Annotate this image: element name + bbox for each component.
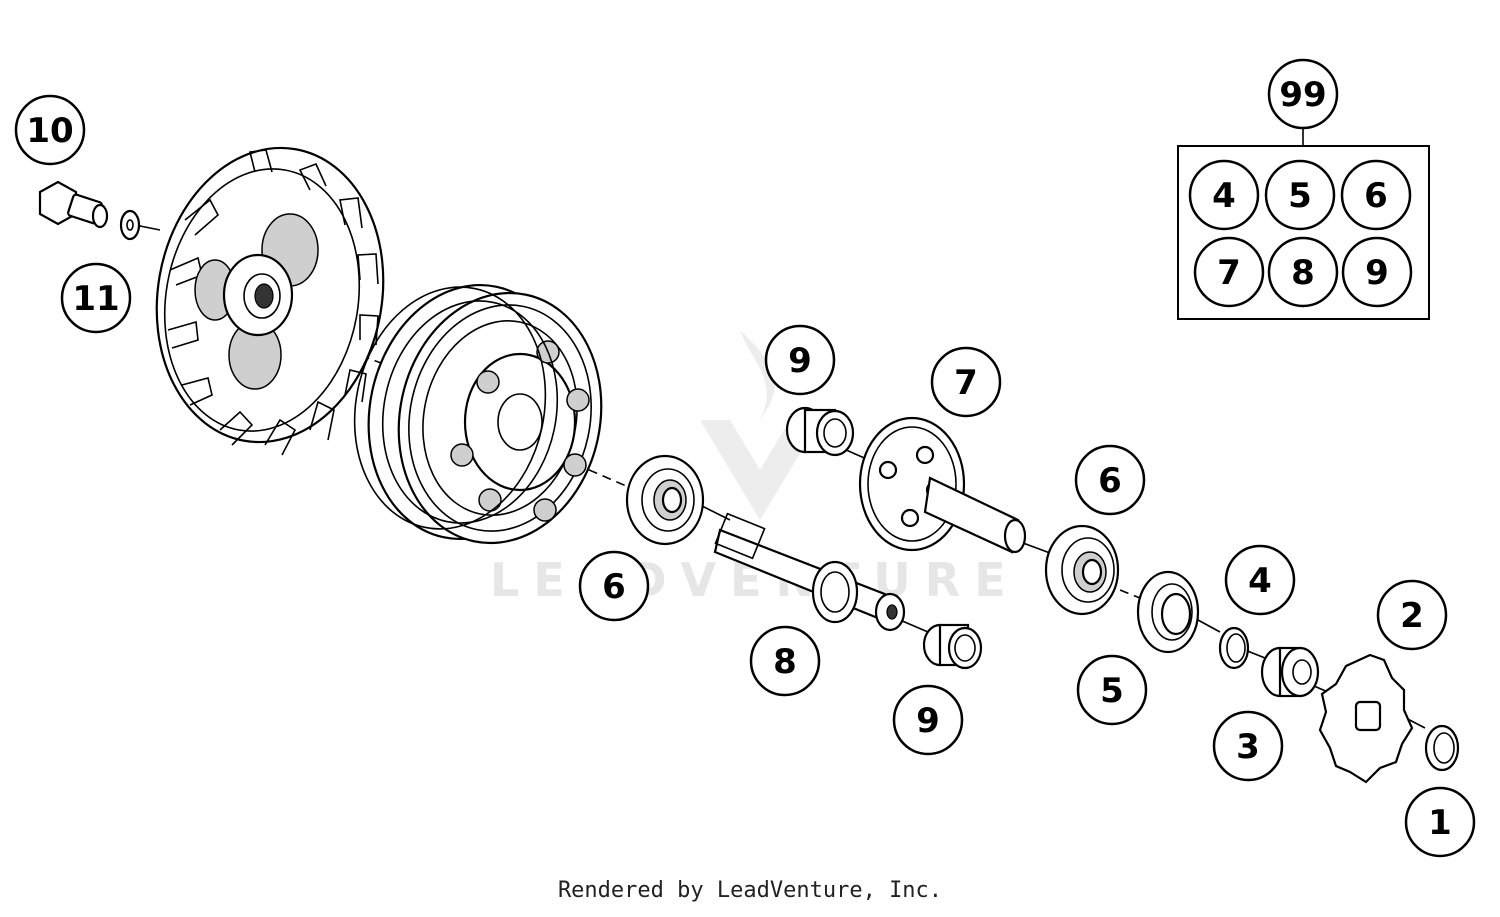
callout-number: 10 bbox=[26, 111, 73, 151]
gear-shaft-part-7 bbox=[858, 416, 1027, 554]
callout-c7: 7 bbox=[930, 346, 1002, 418]
callout-number: 8 bbox=[1291, 253, 1315, 293]
callout-k7: 7 bbox=[1193, 236, 1265, 308]
callout-number: 8 bbox=[773, 642, 797, 682]
callout-number: 5 bbox=[1100, 671, 1124, 711]
callout-circle bbox=[1264, 159, 1336, 231]
callout-circle bbox=[749, 625, 821, 697]
callout-number: 11 bbox=[72, 279, 119, 319]
callout-c9b: 9 bbox=[892, 684, 964, 756]
callout-number: 5 bbox=[1288, 176, 1312, 216]
callout-circle bbox=[1212, 710, 1284, 782]
seal-part-5 bbox=[1136, 570, 1200, 654]
callout-c6a: 6 bbox=[578, 550, 650, 622]
callout-number: 4 bbox=[1212, 176, 1236, 216]
callout-number: 6 bbox=[1098, 461, 1122, 501]
callout-circle bbox=[1267, 236, 1339, 308]
callout-c4: 4 bbox=[1224, 544, 1296, 616]
footer-credit: Rendered by LeadVenture, Inc. bbox=[557, 878, 943, 903]
callout-number: 6 bbox=[602, 567, 626, 607]
spacer-part-3 bbox=[1260, 646, 1320, 698]
callout-c1: 1 bbox=[1404, 786, 1476, 858]
callout-circle bbox=[1188, 159, 1260, 231]
callout-circle bbox=[1267, 58, 1339, 130]
circlip-part-1 bbox=[1424, 724, 1460, 772]
bolt-part-10 bbox=[38, 180, 109, 229]
o-ring-part-4 bbox=[1218, 626, 1250, 670]
callout-number: 9 bbox=[1365, 253, 1389, 293]
callout-number: 99 bbox=[1279, 75, 1326, 115]
callout-c5: 5 bbox=[1076, 654, 1148, 726]
callout-circle bbox=[892, 684, 964, 756]
callout-c2: 2 bbox=[1376, 579, 1448, 651]
callout-number: 3 bbox=[1236, 727, 1260, 767]
callout-circle bbox=[1404, 786, 1476, 858]
needle-bearing-part-9-upper bbox=[785, 406, 855, 457]
kit-box-99 bbox=[1177, 145, 1430, 320]
callout-circle bbox=[930, 346, 1002, 418]
callout-c8: 8 bbox=[749, 625, 821, 697]
bearing-part-6-left bbox=[625, 454, 705, 546]
callout-c11: 11 bbox=[60, 262, 132, 334]
callout-circle bbox=[1340, 159, 1412, 231]
callout-number: 2 bbox=[1400, 596, 1424, 636]
callout-circle bbox=[1076, 654, 1148, 726]
sprocket-part-2 bbox=[1318, 653, 1414, 784]
callout-circle bbox=[1074, 444, 1146, 516]
callout-number: 6 bbox=[1364, 176, 1388, 216]
callout-circle bbox=[578, 550, 650, 622]
callout-number: 7 bbox=[1217, 253, 1241, 293]
callout-c9a: 9 bbox=[764, 324, 836, 396]
callout-c10: 10 bbox=[14, 94, 86, 166]
callout-c3: 3 bbox=[1212, 710, 1284, 782]
clutch-basket bbox=[155, 146, 385, 456]
callout-number: 1 bbox=[1428, 803, 1452, 843]
callout-k8: 8 bbox=[1267, 236, 1339, 308]
callout-circle bbox=[1341, 236, 1413, 308]
bearing-part-6-right bbox=[1044, 524, 1120, 616]
callout-k5: 5 bbox=[1264, 159, 1336, 231]
washer-part-11 bbox=[119, 209, 141, 241]
callout-circle bbox=[764, 324, 836, 396]
callout-k6: 6 bbox=[1340, 159, 1412, 231]
callout-number: 7 bbox=[954, 363, 978, 403]
clutch-pack bbox=[353, 283, 603, 545]
shaft-part-8 bbox=[713, 512, 906, 632]
callout-circle bbox=[14, 94, 86, 166]
callout-circle bbox=[1376, 579, 1448, 651]
callout-number: 9 bbox=[788, 341, 812, 381]
needle-bearing-part-9-lower bbox=[922, 623, 983, 670]
callout-k9: 9 bbox=[1341, 236, 1413, 308]
callout-k4: 4 bbox=[1188, 159, 1260, 231]
callout-c6b: 6 bbox=[1074, 444, 1146, 516]
callout-circle bbox=[1193, 236, 1265, 308]
callout-circle bbox=[60, 262, 132, 334]
callout-number: 4 bbox=[1248, 561, 1272, 601]
callout-number: 9 bbox=[916, 701, 940, 741]
callout-circle bbox=[1224, 544, 1296, 616]
callout-c99: 99 bbox=[1267, 58, 1339, 130]
